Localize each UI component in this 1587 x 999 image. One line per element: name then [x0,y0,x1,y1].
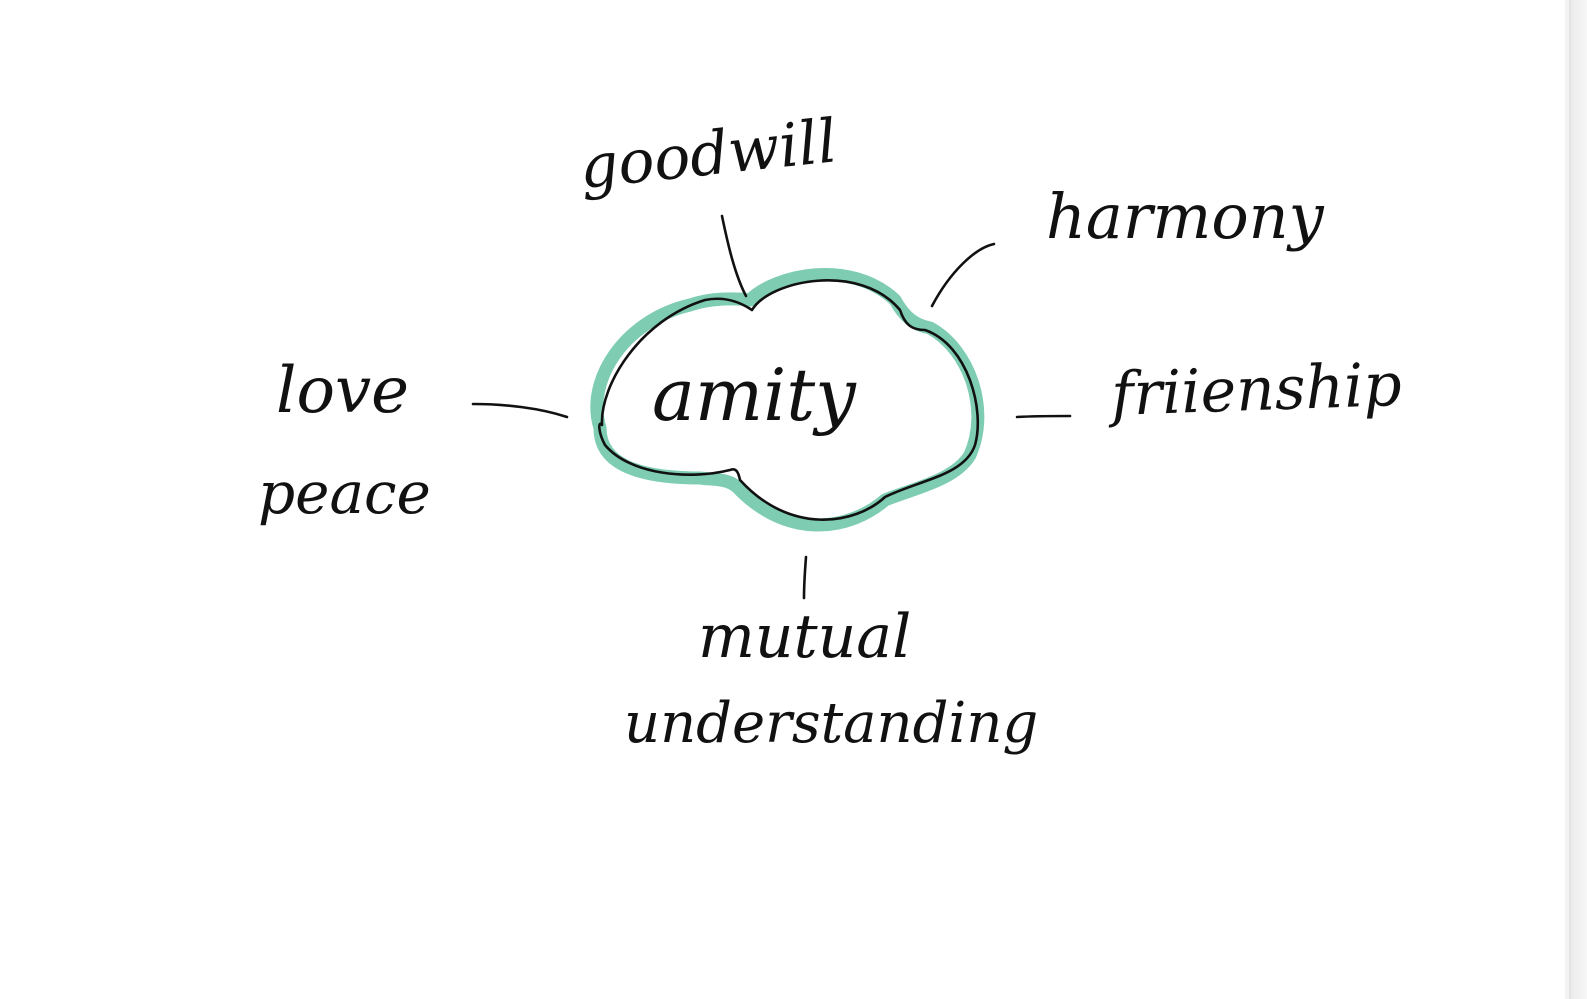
branch-peace: peace [258,459,431,527]
center-word-amity: amity [652,353,857,437]
branch-goodwill: goodwill [576,106,840,203]
canvas-edge [1565,0,1587,999]
branch-understanding: understanding [624,691,1038,756]
branch-mutual: mutual [698,602,911,672]
branch-friendship: friienship [1106,350,1403,430]
connector-love [471,402,569,419]
connector-friendship [1015,414,1072,419]
connector-mutual [802,555,808,600]
branch-harmony: harmony [1046,180,1325,253]
branch-love: love [276,354,409,428]
connector-goodwill [720,214,748,298]
connector-harmony [930,242,996,308]
cloud-outline [598,279,980,521]
